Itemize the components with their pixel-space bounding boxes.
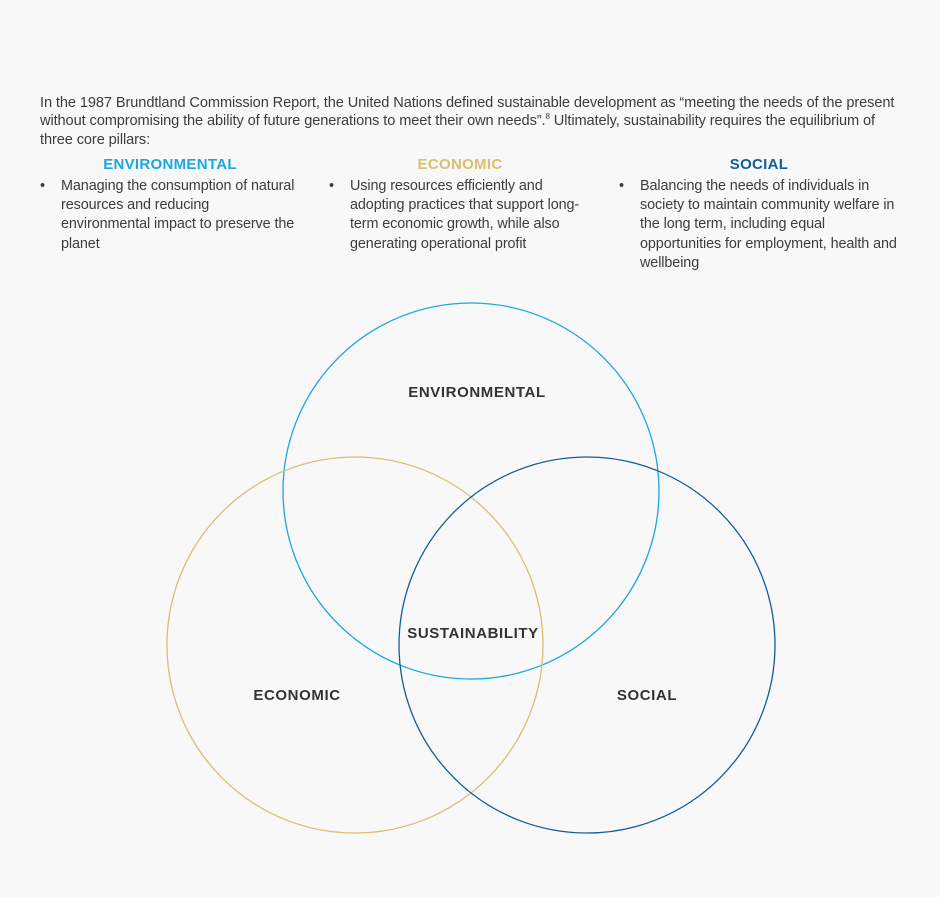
pillar-social: SOCIAL • Balancing the needs of individu… bbox=[619, 154, 899, 273]
intro-text-tail: Ultimately, sustainability requires the … bbox=[40, 113, 876, 148]
pillar-item-social: • Balancing the needs of individuals in … bbox=[619, 177, 899, 273]
intro-text: In the 1987 Brundtland Commission Report… bbox=[40, 94, 895, 130]
venn-label-social: SOCIAL bbox=[617, 687, 677, 704]
pillar-title-environmental: ENVIRONMENTAL bbox=[103, 156, 237, 173]
footnote-marker: 8 bbox=[545, 112, 550, 122]
pillar-text-economic: Using resources efficiently and adopting… bbox=[350, 178, 580, 252]
pillar-text-social: Balancing the needs of individuals in so… bbox=[640, 178, 897, 271]
pillar-item-environmental: • Managing the consumption of natural re… bbox=[40, 177, 300, 254]
venn-label-economic: ECONOMIC bbox=[253, 687, 340, 704]
intro-paragraph: In the 1987 Brundtland Commission Report… bbox=[40, 94, 902, 150]
bullet-icon: • bbox=[329, 178, 334, 194]
bullet-icon: • bbox=[40, 178, 45, 194]
pillar-item-economic: • Using resources efficiently and adopti… bbox=[329, 177, 591, 254]
economic-circle bbox=[166, 456, 544, 834]
pillar-title-social: SOCIAL bbox=[729, 156, 789, 173]
environmental-circle bbox=[282, 302, 660, 680]
pillar-economic: ECONOMIC • Using resources efficiently a… bbox=[329, 154, 591, 254]
pillar-text-environmental: Managing the consumption of natural reso… bbox=[61, 178, 295, 252]
bullet-icon: • bbox=[619, 178, 624, 194]
venn-label-environmental: ENVIRONMENTAL bbox=[408, 384, 546, 401]
pillar-environmental: ENVIRONMENTAL • Managing the consumption… bbox=[40, 154, 300, 254]
pillar-title-economic: ECONOMIC bbox=[417, 156, 503, 173]
venn-label-sustainability: SUSTAINABILITY bbox=[407, 625, 538, 642]
social-circle bbox=[398, 456, 776, 834]
